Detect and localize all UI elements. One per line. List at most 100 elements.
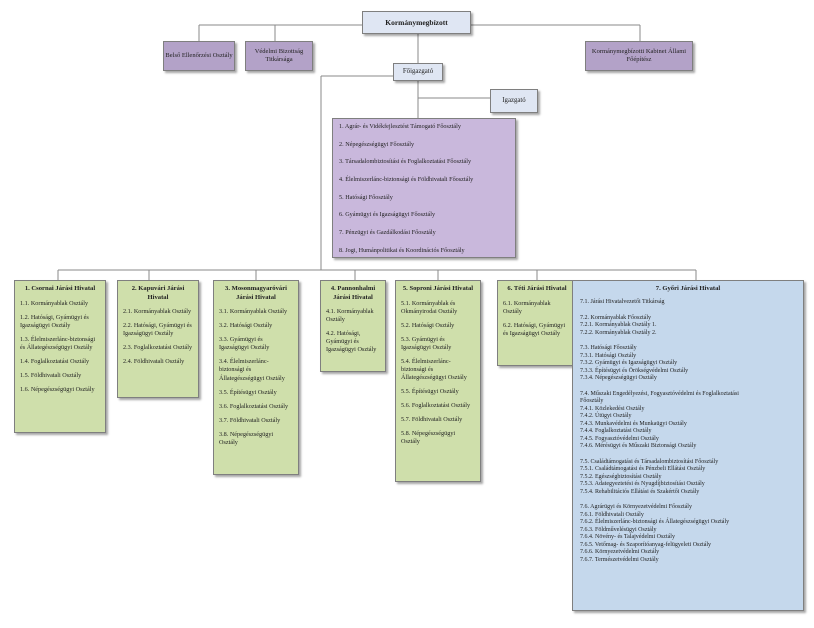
- gyor-group: 7.2. Kormányablak Főosztály 7.2.1. Kormá…: [580, 315, 796, 338]
- gyor-item: 7.6.4. Növény- és Talajvédelmi Osztály: [580, 534, 675, 541]
- cabinet-box: Kormánymegbízotti Kabinet Állami Főépíté…: [585, 41, 693, 71]
- head-box: Kormánymegbízott: [362, 11, 471, 34]
- gyor-item: 7.3.2. Gyámügyi és Igazságügyi Osztály: [580, 360, 678, 367]
- office-title: 7. Győri Járási Hivatal: [655, 285, 721, 292]
- gyor-item: 7.3.1. Hatósági Osztály: [580, 352, 637, 359]
- office-item: 1.6. Népegészségügyi Osztály: [20, 386, 95, 393]
- office-item: 3.2. Hatósági Osztály: [219, 322, 273, 330]
- district-office-sopron: 5. Soproni Járási Hivatal 5.1. Kormányab…: [395, 280, 481, 482]
- gyor-item: 7.4.4. Foglalkoztatási Osztály: [580, 428, 652, 435]
- director-box: Igazgató: [490, 89, 538, 113]
- office-item: 5.1. Kormányablak és Okmányirodai Osztál…: [401, 299, 458, 315]
- gyor-item: 7.5. Családtámogatási és Társadalombizto…: [580, 458, 719, 465]
- gyor-item: 7.6.2. Élelmiszerlánc-biztonsági és Álla…: [580, 519, 730, 526]
- office-item: 6.2. Hatósági, Gyámügyi és Igazságügyi O…: [503, 321, 566, 337]
- gyor-item: 7.3.4. Népegészségügyi Osztály: [580, 375, 657, 382]
- office-item: 1.5. Földhivatali Osztály: [20, 371, 82, 379]
- gyor-item: 7.1. Járási Hivatalvezetői Titkárság: [580, 299, 665, 306]
- office-item: 3.3. Gyámügyi és Igazságügyi Osztály: [219, 336, 270, 352]
- director-general-label: Főigazgató: [402, 67, 434, 75]
- department-item: 1. Agrár- és Vidékfejlesztést Támogató F…: [339, 123, 461, 130]
- gyor-item: 7.5.3. Adategyeztetési és Nyugdíjbiztosí…: [580, 481, 705, 488]
- gyor-item: 7.2.1. Kormányablak Osztály 1.: [580, 322, 657, 329]
- office-item: 3.6. Foglalkoztatási Osztály: [219, 402, 289, 410]
- office-item: 2.1. Kormányablak Osztály: [123, 308, 192, 316]
- gyor-item: 7.4.6. Mérésügyi és Műszaki Biztonsági O…: [580, 443, 697, 450]
- office-item: 2.4. Földhivatali Osztály: [123, 358, 185, 366]
- director-label: Igazgató: [502, 96, 526, 104]
- gyor-group: 7.3. Hatósági Főosztály 7.3.1. Hatósági …: [580, 345, 796, 383]
- gyor-item: Főosztály: [580, 398, 604, 405]
- gyor-item: 7.3.3. Építésügyi és Örökségvédelmi Oszt…: [580, 367, 689, 374]
- department-item: 3. Társadalombiztosítási és Foglalkoztat…: [339, 158, 472, 166]
- office-item: 5.3. Gyámügyi és Igazságügyi Osztály: [401, 335, 452, 351]
- gyor-group: 7.6. Agrárügyi és Környezetvédelmi Főosz…: [580, 504, 796, 564]
- department-item: 5. Hatósági Főosztály: [339, 193, 393, 201]
- gyor-item: 7.5.1. Családtámogatási és Pénzbeli Ellá…: [580, 466, 706, 473]
- gyor-group: 7.4. Műszaki Engedélyezési, Fogyasztóvéd…: [580, 391, 796, 451]
- department-item: 6. Gyámügyi és Igazságügyi Főosztály: [339, 211, 436, 219]
- gyor-group: 7.1. Járási Hivatalvezetői Titkárság: [580, 299, 796, 307]
- director-general-box: Főigazgató: [393, 63, 443, 81]
- office-item: 3.1. Kormányablak Osztály: [219, 308, 288, 316]
- cabinet-label: Kormánymegbízotti Kabinet Állami Főépíté…: [591, 47, 687, 63]
- office-item: 5.7. Földhivatali Osztály: [401, 416, 463, 424]
- office-item: 5.4. Élelmiszerlánc-biztonsági és Állate…: [401, 357, 467, 381]
- gyor-item: 7.6.6. Környezetvédelmi Osztály: [580, 549, 660, 556]
- district-office-tet: 6. Téti Járási Hivatal 6.1. Kormányablak…: [497, 280, 577, 366]
- gyor-item: 7.4.1. Közlekedési Osztály: [580, 405, 645, 412]
- gyor-item: 7.6. Agrárügyi és Környezetvédelmi Főosz…: [580, 504, 692, 511]
- office-item: 1.2. Hatósági, Gyámügyi és Igazságügyi O…: [20, 313, 89, 329]
- office-item: 5.2. Hatósági Osztály: [401, 321, 455, 329]
- internal-audit-box: Belső Ellenőrzési Osztály: [163, 41, 235, 71]
- office-item: 1.3. Élelmiszerlánc-biztonsági és Állate…: [20, 335, 96, 351]
- gyor-item: 7.6.3. Földművelésügyi Osztály: [580, 526, 657, 533]
- gyor-item: 7.4.5. Fogyasztóvédelmi Osztály: [580, 435, 659, 442]
- internal-audit-label: Belső Ellenőrzési Osztály: [165, 51, 233, 59]
- department-item: 8. Jogi, Humánpolitikai és Koordinációs …: [339, 246, 465, 254]
- gyor-item: 7.2.2. Kormányablak Osztály 2.: [580, 329, 657, 336]
- office-item: 3.8. Népegészségügyi Osztály: [219, 430, 274, 446]
- office-item: 2.3. Foglalkoztatási Osztály: [123, 344, 193, 352]
- gyor-item: 7.2. Kormányablak Főosztály: [580, 314, 651, 321]
- office-item: 3.7. Földhivatali Osztály: [219, 416, 281, 424]
- departments-box: 1. Agrár- és Vidékfejlesztést Támogató F…: [332, 118, 516, 258]
- gyor-item: 7.6.1. Földhivatali Osztály: [580, 511, 644, 518]
- head-label: Kormánymegbízott: [385, 17, 448, 27]
- office-item: 4.1. Kormányablak Osztály: [326, 308, 374, 324]
- defence-committee-label: Védelmi Bizottság Titkársága: [254, 47, 304, 63]
- office-item: 6.1. Kormányablak Osztály: [503, 299, 551, 315]
- district-office-pannonhalma: 4. Pannonhalmi Járási Hivatal 4.1. Kormá…: [320, 280, 386, 372]
- office-item: 1.1. Kormányablak Osztály: [20, 299, 89, 307]
- gyor-item: 7.5.4. Rehabilitációs Ellátási és Szakér…: [580, 488, 700, 495]
- gyor-item: 7.4. Műszaki Engedélyezési, Fogyasztóvéd…: [580, 390, 739, 397]
- office-item: 3.4. Élelmiszerlánc-biztonsági és Állate…: [219, 358, 285, 382]
- district-office-kapuvar: 2. Kapuvári Járási Hivatal 2.1. Kormánya…: [117, 280, 199, 398]
- office-title: 4. Pannonhalmi Járási Hivatal: [330, 285, 376, 301]
- office-item: 3.5. Építésügyi Osztály: [219, 388, 277, 396]
- district-office-csorna: 1. Csornai Járási Hivatal 1.1. Kormányab…: [14, 280, 106, 433]
- office-item: 1.4. Foglalkoztatási Osztály: [20, 357, 90, 365]
- defence-committee-box: Védelmi Bizottság Titkársága: [245, 41, 313, 71]
- office-item: 5.6. Foglalkoztatási Osztály: [401, 402, 471, 410]
- office-item: 5.8. Népegészségügyi Osztály: [401, 430, 456, 446]
- gyor-item: 7.4.3. Munkavédelmi és Munkaügyi Osztály: [580, 420, 687, 427]
- gyor-group: 7.5. Családtámogatási és Társadalombizto…: [580, 459, 796, 497]
- gyor-item: 7.6.7. Természetvédelmi Osztály: [580, 556, 659, 563]
- gyor-item: 7.6.5. Vetőmag- és Szaporítóanyag-felügy…: [580, 541, 712, 548]
- office-item: 2.2. Hatósági, Gyámügyi és Igazságügyi O…: [123, 322, 192, 338]
- gyor-item: 7.4.2. Útügyi Osztály: [580, 413, 632, 420]
- department-item: 2. Népegészségügyi Főosztály: [339, 140, 415, 148]
- gyor-item: 7.3. Hatósági Főosztály: [580, 345, 637, 352]
- office-title: 6. Téti Járási Hivatal: [507, 285, 567, 292]
- district-office-mosonmagyarovar: 3. Mosonmagyaróvári Járási Hivatal 3.1. …: [213, 280, 299, 475]
- office-title: 1. Csornai Járási Hivatal: [24, 285, 96, 292]
- office-title: 3. Mosonmagyaróvári Járási Hivatal: [225, 285, 287, 301]
- department-item: 7. Pénzügyi és Gazdálkodási Főosztály: [339, 228, 436, 236]
- office-item: 4.2. Hatósági, Gyámügyi és Igazságügyi O…: [326, 330, 377, 354]
- department-item: 4. Élelmiszerlánc-biztonsági és Földhiva…: [339, 175, 474, 183]
- gyor-item: 7.5.2. Egészségbiztosítási Osztály: [580, 473, 662, 480]
- office-title: 2. Kapuvári Járási Hivatal: [131, 285, 185, 301]
- district-office-gyor: 7. Győri Járási Hivatal 7.1. Járási Hiva…: [572, 280, 804, 611]
- office-item: 5.5. Építésügyi Osztály: [401, 388, 459, 396]
